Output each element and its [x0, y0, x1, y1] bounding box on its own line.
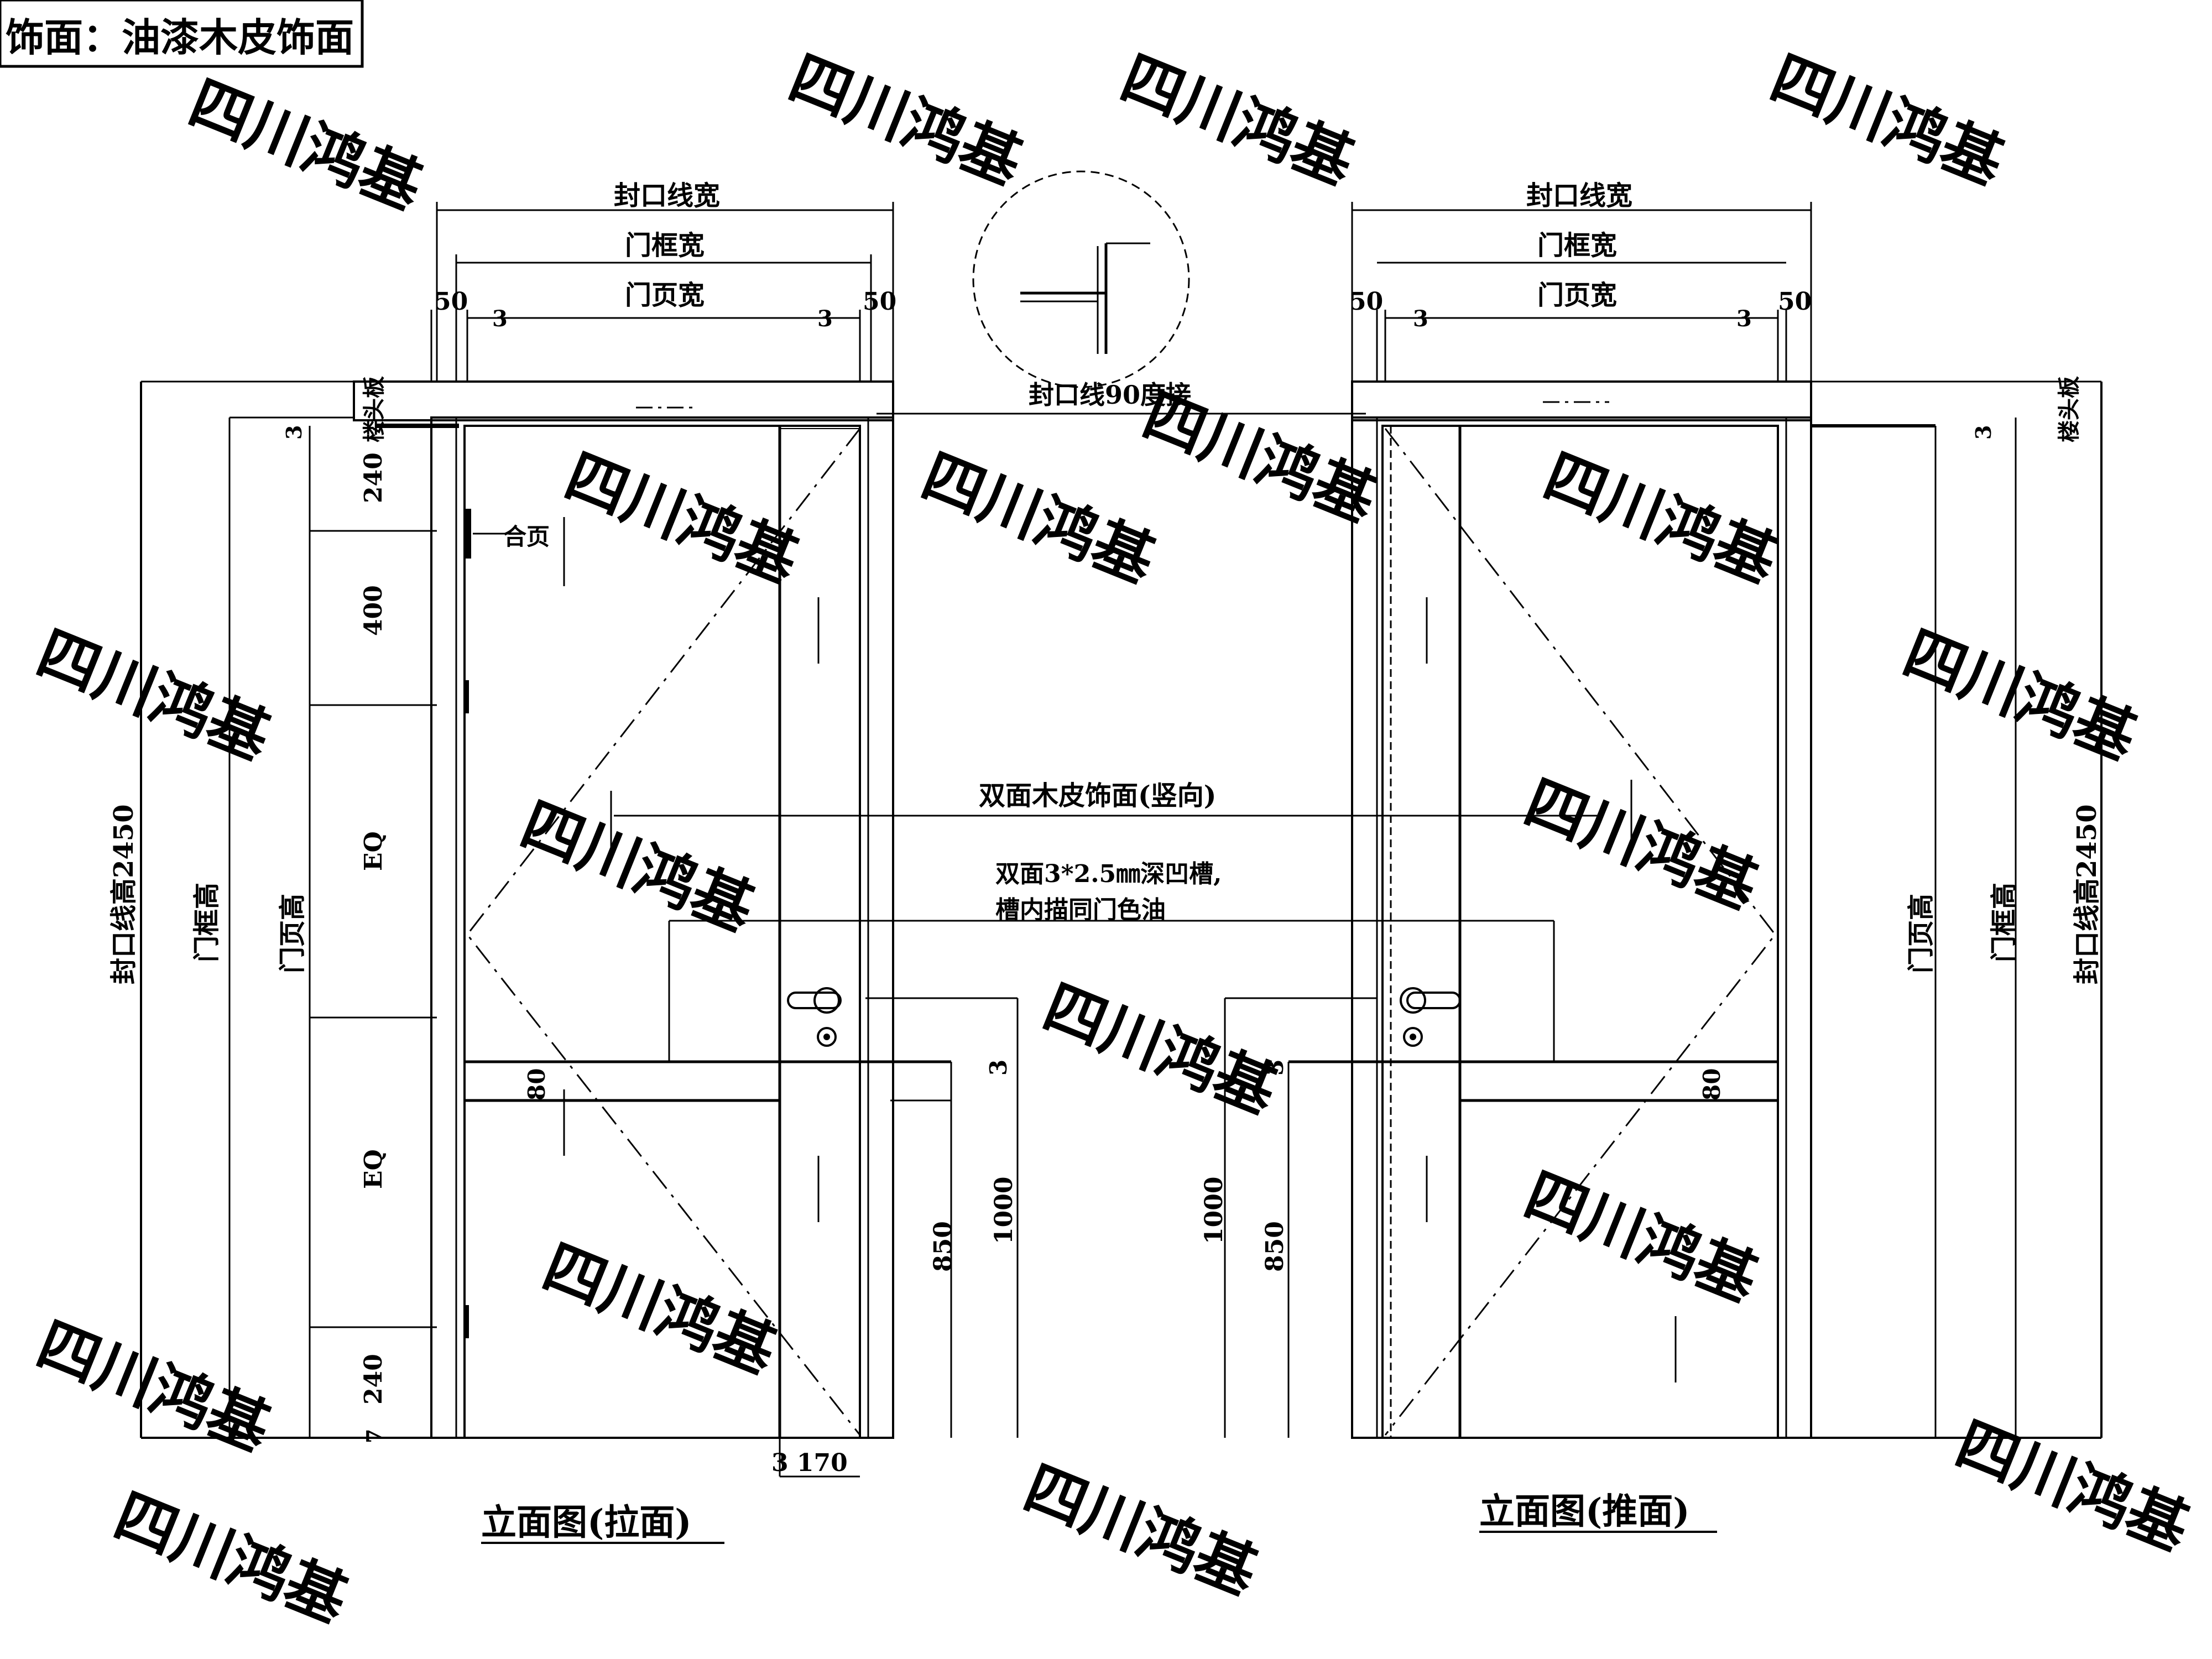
hinge-label: 合页: [503, 523, 550, 550]
left-dim-1000: 1000: [990, 1177, 1018, 1244]
left-dim-400: 400: [359, 585, 388, 636]
left-side-dim-l: 50: [434, 288, 468, 316]
left-seal-width-label: 封口线宽: [614, 180, 720, 211]
right-rail-gap-3: 3: [1261, 1060, 1288, 1076]
left-gap-l: 3: [492, 306, 508, 332]
left-dim-850: 850: [929, 1221, 957, 1272]
right-rail-80: 80: [1698, 1068, 1725, 1100]
watermark: 四川鸿基: [534, 1230, 786, 1387]
left-frame-height-label: 门框高: [191, 883, 222, 962]
groove-label-1: 双面3*2.5㎜深凹槽,: [995, 860, 1222, 888]
right-leaf-height-label: 门页高: [1906, 894, 1937, 973]
watermark: 四川鸿基: [512, 788, 764, 945]
watermarks: 四川鸿基 四川鸿基 四川鸿基 四川鸿基 四川鸿基 四川鸿基 四川鸿基 四川鸿基 …: [28, 41, 2199, 1636]
left-dim-240-top: 240: [359, 452, 388, 503]
watermark: 四川鸿基: [556, 440, 808, 597]
left-door-elevation: 封口线宽 门框宽 门页宽 50 50 3 3 楼头板 3 240 400 EQ …: [108, 180, 1019, 1544]
finish-title-box: 饰面：油漆木皮饰面: [0, 0, 364, 68]
watermark: 四川鸿基: [1034, 971, 1286, 1128]
finish-title: 饰面：油漆木皮饰面: [6, 14, 354, 60]
left-rail-80: 80: [523, 1068, 550, 1100]
left-dim-eq-bottom: EQ: [359, 1149, 388, 1189]
seal-joint-label: 封口线90度接: [1029, 380, 1191, 410]
left-rail-gap-3: 3: [985, 1060, 1012, 1076]
left-dim-7: 7: [362, 1429, 387, 1443]
right-seal-height-label: 封口线高2450: [2072, 804, 2103, 984]
watermark: 四川鸿基: [1535, 440, 1787, 597]
right-gap-l: 3: [1413, 306, 1428, 332]
watermark: 四川鸿基: [780, 41, 1032, 199]
right-top-gap: 3: [1971, 425, 1996, 440]
left-frame-width-label: 门框宽: [625, 230, 705, 261]
left-side-dim-r: 50: [863, 288, 896, 316]
corner-detail: [972, 170, 1190, 388]
right-leaf-width-label: 门页宽: [1537, 280, 1617, 311]
watermark: 四川鸿基: [180, 66, 432, 223]
watermark: 四川鸿基: [1134, 379, 1386, 536]
left-seal-height-label: 封口线高2450: [108, 804, 139, 984]
left-leaf-width-label: 门页宽: [625, 280, 705, 311]
right-frame-height-label: 门框高: [1989, 883, 2020, 962]
left-leaf-height-label: 门页高: [277, 894, 308, 973]
watermark: 四川鸿基: [912, 440, 1165, 597]
watermark: 四川鸿基: [28, 1308, 280, 1465]
watermark: 四川鸿基: [1515, 766, 1767, 923]
watermark: 四川鸿基: [28, 617, 280, 774]
left-lintel-label: 楼头板: [361, 376, 387, 442]
right-door-elevation: 封口线宽 门框宽 门页宽 50 50 3 3 楼头板 3 封口线高2450 门框…: [1200, 180, 2103, 1533]
left-gap-r: 3: [817, 306, 833, 332]
watermark: 四川鸿基: [1015, 1452, 1267, 1609]
watermark: 四川鸿基: [1515, 1159, 1767, 1316]
left-bottom-dim: 3 170: [771, 1449, 848, 1477]
right-dim-1000: 1000: [1200, 1177, 1228, 1244]
left-dim-eq-top: EQ: [359, 831, 388, 871]
right-lintel-label: 楼头板: [2056, 376, 2082, 442]
groove-label-2: 槽内描同门色油: [995, 896, 1166, 924]
left-view-title: 立面图(拉面): [481, 1502, 692, 1543]
right-side-dim-l: 50: [1349, 288, 1383, 316]
left-top-gap: 3: [281, 425, 306, 440]
watermark: 四川鸿基: [1894, 617, 2146, 774]
left-dim-240-bottom: 240: [359, 1354, 388, 1405]
right-side-dim-r: 50: [1778, 288, 1812, 316]
right-gap-r: 3: [1736, 306, 1752, 332]
watermark: 四川鸿基: [1761, 41, 2013, 199]
right-seal-width-label: 封口线宽: [1526, 180, 1632, 211]
right-frame-width-label: 门框宽: [1537, 230, 1617, 261]
veneer-label: 双面木皮饰面(竖向): [979, 780, 1216, 811]
watermark: 四川鸿基: [105, 1479, 357, 1636]
center-annotations: 封口线90度接 双面木皮饰面(竖向) 双面3*2.5㎜深凹槽, 槽内描同门色油: [614, 380, 1598, 1062]
watermark: 四川鸿基: [1947, 1407, 2199, 1564]
right-view-title: 立面图(推面): [1479, 1491, 1690, 1532]
right-dim-850: 850: [1261, 1221, 1289, 1272]
watermark: 四川鸿基: [1112, 41, 1364, 199]
